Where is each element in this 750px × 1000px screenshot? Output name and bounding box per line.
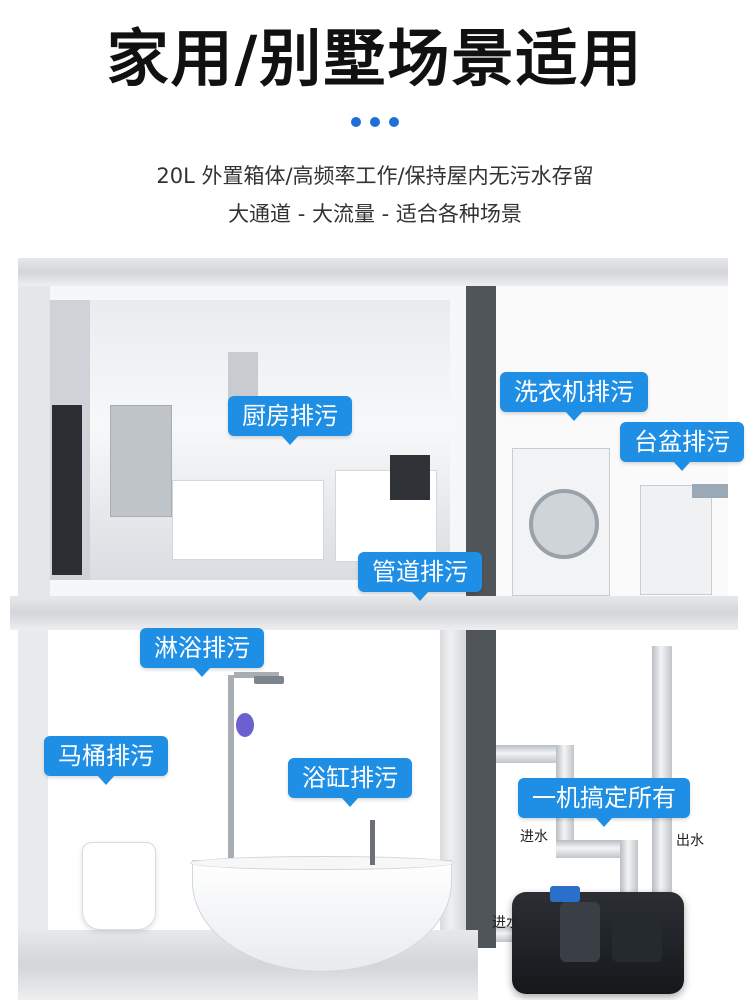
- middle-slab: [10, 596, 738, 630]
- label-shower: 淋浴排污: [140, 628, 264, 677]
- label-pipe: 管道排污: [358, 552, 482, 601]
- pump-motor: [560, 902, 600, 962]
- label-all-in-one: 一机搞定所有: [518, 778, 690, 827]
- left-wall-upper: [18, 286, 50, 596]
- subtitle-line-2: 大通道 - 大流量 - 适合各种场景: [228, 202, 522, 226]
- outlet-pipe: [652, 646, 672, 908]
- shower-head: [254, 676, 284, 684]
- basin-cabinet: [640, 485, 712, 595]
- flow-in-upper: 进水: [520, 829, 548, 845]
- label-toilet: 马桶排污: [44, 736, 168, 785]
- upper-partition-wall: [466, 286, 496, 596]
- microwave: [390, 455, 430, 500]
- dot: [351, 117, 361, 127]
- shower-pole: [228, 675, 234, 865]
- kitchen-island: [172, 480, 324, 560]
- dots-decoration: [350, 117, 400, 129]
- flow-in-lower: 进水: [492, 915, 520, 931]
- pump-blue-cap: [550, 886, 580, 902]
- bathtub-rim: [190, 856, 454, 870]
- hand-shower: [236, 713, 254, 737]
- kitchen-image: [50, 300, 450, 580]
- fridge: [110, 405, 172, 517]
- bathtub-faucet: [370, 820, 375, 865]
- lower-partition-dark: [466, 630, 496, 948]
- dot: [389, 117, 399, 127]
- washer-door: [529, 489, 599, 559]
- subtitle-line-1: 20L 外置箱体/高频率工作/保持屋内无污水存留: [156, 164, 594, 188]
- inlet-pipe-down: [620, 840, 638, 900]
- flow-out: 出水: [676, 833, 704, 849]
- basin-soap-dish: [692, 484, 728, 498]
- sewage-pump-unit: [512, 886, 684, 994]
- toilet: [82, 842, 156, 930]
- label-basin: 台盆排污: [620, 422, 744, 471]
- label-washer: 洗衣机排污: [500, 372, 648, 421]
- label-kitchen: 厨房排污: [228, 396, 352, 445]
- pump-outlet-housing: [612, 922, 662, 962]
- inlet-pipe-upper-h: [496, 745, 568, 763]
- page-title: 家用/别墅场景适用: [106, 22, 644, 95]
- washing-machine: [512, 448, 610, 596]
- shower-arm: [234, 672, 279, 678]
- dot: [370, 117, 380, 127]
- label-bathtub: 浴缸排污: [288, 758, 412, 807]
- left-wall-lower: [18, 630, 48, 948]
- roof-slab: [18, 258, 728, 286]
- inlet-pipe-connector: [556, 840, 638, 858]
- oven-tower: [52, 405, 82, 575]
